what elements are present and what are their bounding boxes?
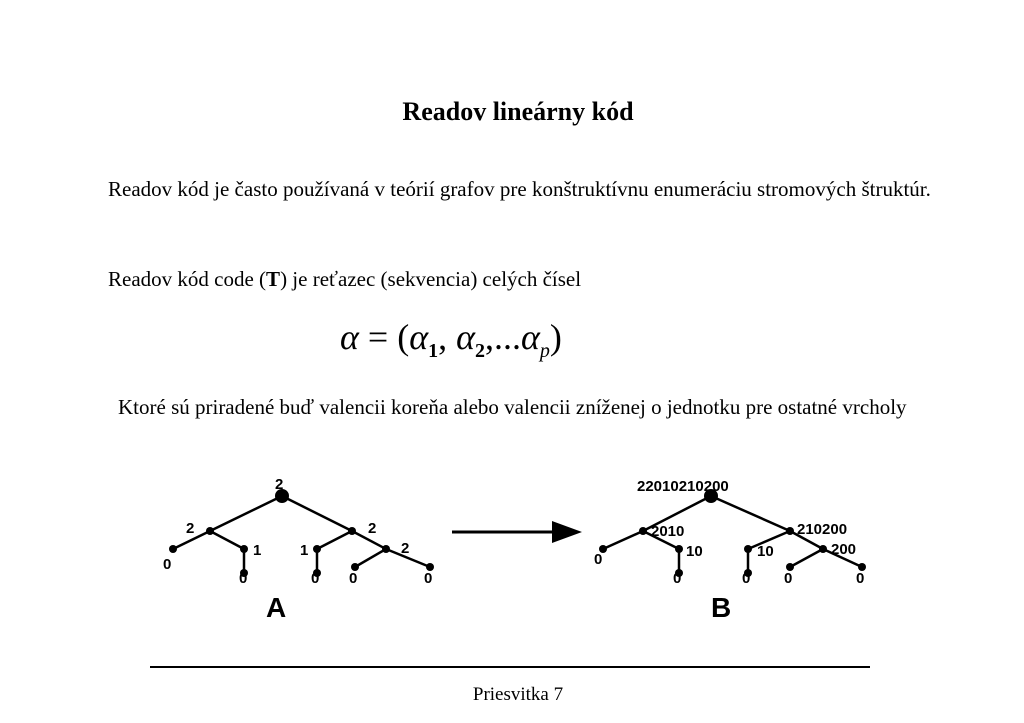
tree-a-leaf-label: 0 — [424, 570, 432, 587]
tree-a-right-label: 2 — [368, 520, 376, 537]
valency-paragraph: Ktoré sú priradené buď valencii koreňa a… — [118, 395, 907, 419]
tree-b-node — [639, 527, 647, 535]
definition-text-end: ) je reťazec (sekvencia) celých čísel — [280, 267, 582, 291]
tree-a-far-right-label: 2 — [401, 540, 409, 557]
tree-a-node — [169, 545, 177, 553]
tree-a-node — [348, 527, 356, 535]
definition-text-start: Readov kód code ( — [108, 267, 267, 291]
tree-b-root-node — [704, 489, 718, 503]
tree-b-node — [675, 569, 683, 577]
tree-a-edges — [172, 494, 431, 573]
formula-ellipsis: ,... — [485, 317, 522, 357]
tree-b-nodes — [599, 489, 866, 577]
tree-a-node — [382, 545, 390, 553]
tree-b-far-right-label: 200 — [831, 541, 856, 558]
tree-b-leaf-label: 0 — [784, 570, 792, 587]
tree-b-leaf-label: 0 — [856, 570, 864, 587]
slide-number: Priesvitka 7 — [472, 684, 564, 705]
footer-divider — [150, 666, 870, 668]
tree-a-node — [206, 527, 214, 535]
tree-b-right-label: 210200 — [797, 521, 847, 538]
formula-sub-1: 1 — [428, 340, 439, 362]
formula-equals: = ( — [358, 317, 410, 357]
tree-b-leaf-label: 0 — [742, 570, 750, 587]
tree-a-node — [351, 563, 359, 571]
tree-a-node — [313, 545, 321, 553]
formula-alpha-1: α — [409, 317, 429, 357]
tree-a-nodes — [169, 489, 434, 577]
tree-a-leaf-label: 0 — [163, 556, 171, 573]
tree-b-node — [744, 545, 752, 553]
tree-a-mid-left-label: 1 — [253, 542, 261, 559]
tree-b-node — [744, 569, 752, 577]
tree-a-mid-right-label: 1 — [300, 542, 308, 559]
tree-a-left-label: 2 — [186, 520, 194, 537]
definition-paragraph: Readov kód code (T) je reťazec (sekvenci… — [108, 266, 948, 293]
tree-b-mid-right-label: 10 — [757, 543, 774, 560]
tree-b-node — [786, 563, 794, 571]
tree-a-caption: A — [266, 592, 286, 623]
tree-a-leaf-label: 0 — [311, 570, 319, 587]
tree-a-node — [240, 569, 248, 577]
formula-close: ) — [549, 317, 562, 357]
tree-b-node — [858, 563, 866, 571]
tree-b-node — [675, 545, 683, 553]
tree-b-node — [786, 527, 794, 535]
tree-b-caption: B — [711, 592, 731, 623]
tree-b-leaf-label: 0 — [673, 570, 681, 587]
tree-b-node — [819, 545, 827, 553]
tree-b-left-label: 2010 — [651, 523, 684, 540]
tree-b-node — [599, 545, 607, 553]
tree-a-root-label: 2 — [275, 476, 283, 493]
formula-alpha-p: α — [521, 317, 540, 357]
tree-b-edges — [602, 494, 863, 573]
tree-b-root-label: 22010210200 — [637, 478, 729, 495]
intro-paragraph: Readov kód je často používaná v teórií g… — [108, 177, 931, 201]
tree-a-leaf-label: 0 — [349, 570, 357, 587]
tree-a-root-node — [275, 489, 289, 503]
tree-a-node — [240, 545, 248, 553]
tree-symbol: T — [266, 267, 281, 291]
formula-sub-p: p — [539, 340, 550, 362]
tree-a-node — [313, 569, 321, 577]
formula-sub-2: 2 — [475, 340, 486, 362]
tree-b-mid-left-label: 10 — [686, 543, 703, 560]
formula-comma-1: , — [438, 317, 457, 357]
transform-arrow — [452, 521, 582, 543]
tree-a-leaf-label: 0 — [239, 570, 247, 587]
formula-lhs: α — [340, 317, 359, 357]
formula-alpha-2: α — [456, 317, 476, 357]
sequence-formula: α = (α1, α2,...αp) — [340, 316, 562, 363]
slide-title: Readov lineárny kód — [402, 97, 634, 126]
tree-b-leaf-label: 0 — [594, 551, 602, 568]
tree-a-node — [426, 563, 434, 571]
